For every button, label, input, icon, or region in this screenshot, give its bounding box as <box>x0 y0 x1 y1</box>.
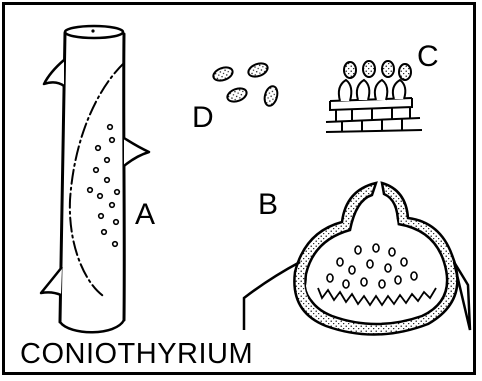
thorn-left-bottom <box>41 267 62 295</box>
stem-bottom <box>60 320 124 332</box>
thorn-right <box>124 138 149 166</box>
pycnidium-cavity <box>306 198 445 321</box>
stem-pycnidia-dots <box>88 125 120 247</box>
label-d: D <box>192 103 214 133</box>
thorns <box>41 60 149 295</box>
label-a: A <box>135 200 155 230</box>
label-c: C <box>417 42 439 72</box>
lesion-outline <box>70 63 124 297</box>
panel-a-stem <box>60 26 124 332</box>
label-b: B <box>258 190 278 220</box>
figure-title: CONIOTHYRIUM <box>20 340 253 369</box>
panel-c-conidiophores <box>326 61 422 132</box>
panel-d-spores <box>212 61 280 107</box>
thorn-left-top <box>44 60 64 86</box>
